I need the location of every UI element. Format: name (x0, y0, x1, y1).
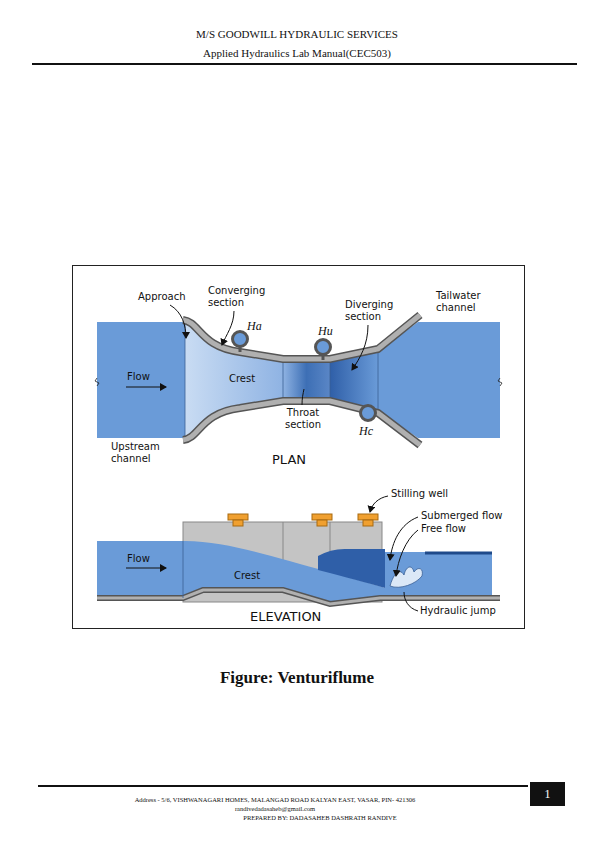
footer-email: randivedadasaheb@gmail.com (40, 805, 510, 813)
gauge-label: Ha (247, 319, 262, 333)
view-title: ELEVATION (250, 609, 321, 625)
part-label: Submerged flow (421, 510, 502, 522)
part-label: Upstream channel (111, 441, 171, 465)
part-label: Diverging section (345, 299, 405, 323)
part-label: Approach (138, 291, 186, 303)
footer-rule (38, 785, 528, 787)
part-label: Hydraulic jump (420, 605, 496, 617)
view-title: PLAN (272, 452, 306, 468)
part-label: Crest (229, 373, 255, 385)
page-number: 1 (530, 787, 565, 801)
part-label: Crest (234, 570, 260, 582)
flow-label: Flow (127, 553, 150, 565)
page-header: M/S GOODWILL HYDRAULIC SERVICES (97, 28, 497, 41)
part-label: Stilling well (391, 488, 448, 500)
part-label: Throat section (277, 407, 329, 431)
page-number-box (530, 782, 565, 806)
header-rule (32, 63, 577, 65)
plan-view (95, 305, 502, 445)
footer-author: PREPARED BY: DADASAHEB DASHRATH RANDIVE (170, 814, 470, 822)
figure-frame (73, 266, 525, 629)
figure-caption: Figure: Venturiflume (97, 668, 497, 688)
page-subheader: Applied Hydraulics Lab Manual(CEC503) (97, 47, 497, 60)
flow-label: Flow (127, 371, 150, 383)
gauge-label: Hu (318, 324, 333, 338)
part-label: Tailwater channel (436, 290, 506, 314)
part-label: Free flow (421, 523, 466, 535)
part-label: Converging section (208, 285, 274, 309)
footer-address: Address - 5/6, VISHWANAGARI HOMES, MALAN… (40, 796, 510, 804)
gauge-label: Hc (359, 424, 373, 438)
